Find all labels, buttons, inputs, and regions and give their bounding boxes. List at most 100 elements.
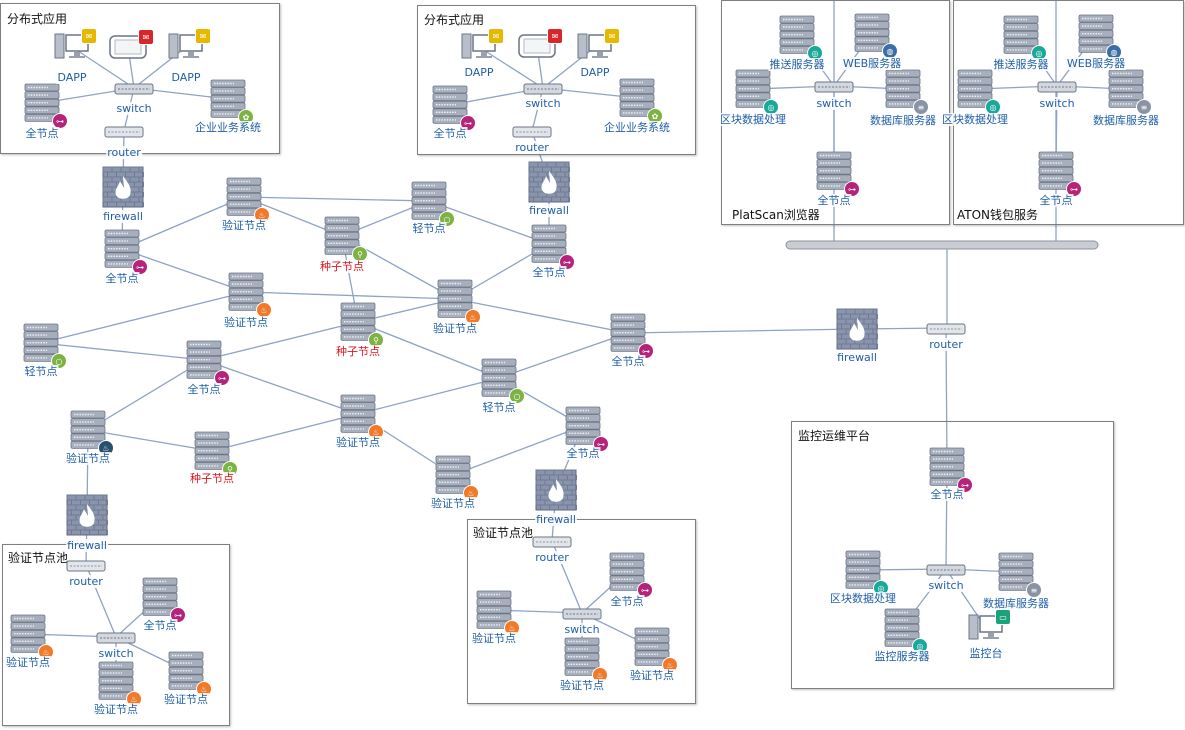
router-device-a2-rt [512, 124, 552, 138]
node-label: switch [115, 102, 153, 115]
full-badge-icon: ⊶ [132, 259, 148, 275]
connection-line [203, 359, 359, 415]
full-badge-icon: ⊶ [214, 370, 230, 386]
group-title: 分布式应用 [424, 13, 485, 27]
node-label: 验证节点 [5, 656, 51, 669]
server-node-n-fn3: ⊶ [186, 340, 230, 386]
switch-device-icon [523, 81, 563, 100]
node-label: 验证节点 [223, 316, 269, 329]
switch-device-icon [926, 562, 966, 581]
desktop-pc-icon [967, 614, 1005, 647]
connection-line [121, 248, 247, 293]
node-label: 全节点 [609, 595, 645, 608]
server-node-p-db: ≡ [885, 69, 929, 115]
server-node-n-fn5: ⊶ [565, 406, 609, 452]
server-node-a1-ent: ✿ [210, 79, 254, 125]
node-label: firewall [535, 513, 577, 526]
node-label: switch [1038, 97, 1076, 110]
firewall-device-fw2 [528, 161, 570, 203]
server-node-p1-fn: ⊶ [142, 577, 186, 623]
server-node-t-push: ◎ [1003, 15, 1047, 61]
node-label: 数据库服务器 [982, 597, 1050, 610]
switch-device-a2-sw [523, 81, 563, 95]
node-label: 验证节点 [471, 632, 517, 645]
server-node-icon [194, 431, 230, 475]
server-node-n-s3: ⚲ [194, 431, 238, 477]
connection-line [245, 291, 456, 300]
server-node-icon [1003, 15, 1039, 59]
group-title: 验证节点池 [473, 526, 534, 540]
server-node-a1-fn: ⊶ [24, 83, 68, 129]
server-node-n-v6: ♨ [435, 455, 479, 501]
node-label: router [106, 146, 142, 159]
desktop-pc-icon [53, 33, 91, 66]
firewall-device-fw1 [102, 166, 144, 208]
node-label: switch [563, 623, 601, 636]
node-label: 全节点 [432, 127, 468, 140]
red-badge-icon: ✉ [138, 29, 154, 45]
server-node-p2-v1: ♨ [476, 590, 520, 636]
firewall-device-icon [528, 161, 570, 207]
group-title: PlatScan浏览器 [732, 208, 820, 222]
server-node-p-push: ◎ [779, 15, 823, 61]
node-label: router [68, 575, 104, 588]
db-badge-icon: ≡ [1136, 99, 1152, 115]
node-label: 推送服务器 [992, 58, 1050, 71]
node-label: 全节点 [1038, 194, 1074, 207]
node-label: 全节点 [24, 127, 60, 140]
switch-device-icon [96, 630, 136, 649]
connection-line [452, 425, 584, 476]
server-node-n-v3: ♨ [437, 279, 481, 325]
server-node-t-db: ≡ [1108, 69, 1152, 115]
gold-badge-icon: ✉ [81, 28, 97, 44]
mobile-device-a1-d2: ✉ [108, 29, 154, 61]
firewall-device-fw3 [66, 494, 108, 536]
node-label: firewall [66, 539, 108, 552]
node-label: 企业业务系统 [194, 121, 262, 134]
server-node-icon [565, 406, 601, 450]
node-label: 种子节点 [335, 345, 381, 358]
desktop-pc-icon [576, 33, 614, 66]
firewall-device-icon [535, 469, 577, 515]
node-label: DAPP [170, 71, 202, 84]
node-label: 轻节点 [23, 365, 59, 378]
node-label: switch [524, 97, 562, 110]
group-title: 验证节点池 [8, 551, 69, 565]
group-validator-pool-1: 验证节点池 [2, 544, 230, 726]
node-label: 监控服务器 [873, 650, 931, 663]
server-node-icon [779, 15, 815, 59]
server-node-p2-v3: ♨ [634, 627, 678, 673]
gold-badge-icon: ✉ [604, 28, 620, 44]
firewall-device-icon [102, 166, 144, 212]
server-node-icon [531, 224, 567, 268]
node-label: DAPP [56, 71, 88, 84]
server-node-icon [634, 627, 670, 671]
server-node-p1-v1: ♨ [10, 614, 54, 660]
node-label: 企业业务系统 [603, 121, 671, 134]
server-node-icon [437, 279, 473, 323]
gold-badge-icon: ✉ [195, 28, 211, 44]
node-label: 全节点 [565, 447, 601, 460]
server-node-icon [564, 637, 600, 681]
router-device-icon [104, 124, 144, 143]
full-badge-icon: ⊶ [844, 181, 860, 197]
server-node-icon [23, 323, 59, 367]
node-label: 全节点 [816, 194, 852, 207]
full-badge-icon: ⊶ [52, 113, 68, 129]
node-label: router [534, 551, 570, 564]
node-label: DAPP [463, 66, 495, 79]
red-badge-icon: ✉ [547, 28, 563, 44]
server-node-icon [735, 69, 771, 113]
node-label: 数据库服务器 [1092, 114, 1160, 127]
full-badge-icon: ⊶ [637, 582, 653, 598]
group-distributed-app-2: 分布式应用 [417, 5, 696, 155]
connection-line [357, 321, 500, 379]
switch-device-p2-sw [562, 606, 602, 620]
node-label: 监控台 [968, 647, 1004, 660]
node-label: 种子节点 [319, 260, 365, 273]
switch-device-icon [562, 606, 602, 625]
connection-line [243, 196, 430, 202]
server-node-m-blk: ◎ [845, 550, 889, 596]
group-title: 分布式应用 [7, 12, 68, 26]
server-node-m-mon: ◎ [884, 608, 928, 654]
